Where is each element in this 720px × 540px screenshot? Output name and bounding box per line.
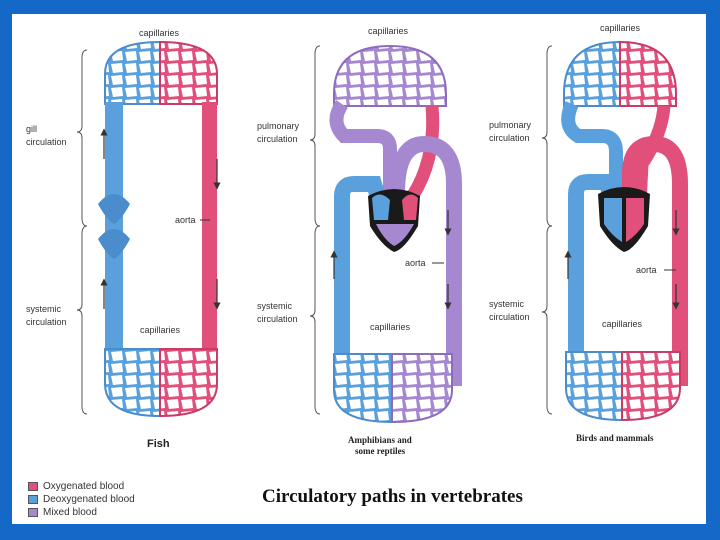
legend-label-deoxygenated: Deoxygenated blood xyxy=(43,494,135,505)
legend-item-oxygenated: Oxygenated blood xyxy=(28,480,135,493)
amphibian-lung-capillaries xyxy=(333,44,447,107)
legend-swatch-oxygenated xyxy=(28,482,38,491)
fish-diagram: capillaries capillaries gill circulation… xyxy=(26,28,221,450)
amphibian-systemic-label-2: circulation xyxy=(257,314,298,324)
fish-heart-chamber xyxy=(98,194,130,224)
birds-capillaries-top-label: capillaries xyxy=(600,23,641,33)
fish-top-capillaries-deoxy xyxy=(104,40,161,105)
birds-lung-capillaries-oxy xyxy=(619,40,677,107)
birds-pulmonary-label-2: circulation xyxy=(489,133,530,143)
birds-caption: Birds and mammals xyxy=(576,433,654,443)
fish-systemic-label-2: circulation xyxy=(26,317,67,327)
amphibian-aorta-label: aorta xyxy=(405,258,426,268)
fish-gill-brace xyxy=(76,49,88,227)
amphibian-body-capillaries-mixed xyxy=(391,353,453,424)
legend-item-mixed: Mixed blood xyxy=(28,506,135,519)
fish-bottom-capillaries-deoxy xyxy=(104,348,161,418)
fish-vein-left xyxy=(105,102,123,352)
birds-aorta-label: aorta xyxy=(636,265,657,275)
amphibian-body-capillaries-deoxy xyxy=(333,353,393,424)
fish-gill-label-2: circulation xyxy=(26,137,67,147)
fish-heart-chamber-2 xyxy=(98,229,130,259)
birds-capillaries-bottom-label: capillaries xyxy=(602,319,643,329)
legend-swatch-deoxygenated xyxy=(28,495,38,504)
amphibian-pulmonary-label-1: pulmonary xyxy=(257,121,300,131)
legend-item-deoxygenated: Deoxygenated blood xyxy=(28,493,135,506)
birds-pulmonary-brace xyxy=(541,45,553,227)
legend-label-oxygenated: Oxygenated blood xyxy=(43,481,125,492)
birds-systemic-brace xyxy=(541,225,553,415)
fish-aorta-right xyxy=(202,102,217,352)
fish-systemic-brace xyxy=(76,225,88,415)
legend: Oxygenated blood Deoxygenated blood Mixe… xyxy=(28,480,135,519)
amphibian-systemic-vein xyxy=(334,176,388,386)
birds-mammals-diagram: capillaries capillaries pulmonary circul… xyxy=(489,23,688,443)
fish-gill-label-1: gill xyxy=(26,124,37,134)
amphibian-systemic-label-1: systemic xyxy=(257,301,293,311)
fish-aorta-label: aorta xyxy=(175,215,196,225)
amphibian-systemic-brace xyxy=(309,225,321,415)
birds-pulmonary-label-1: pulmonary xyxy=(489,120,532,130)
amphibian-pulmonary-loop xyxy=(329,100,397,224)
legend-swatch-mixed xyxy=(28,508,38,517)
amphibian-capillaries-bottom-label: capillaries xyxy=(370,322,411,332)
fish-bottom-capillaries-oxy xyxy=(159,348,218,418)
legend-label-mixed: Mixed blood xyxy=(43,507,97,518)
amphibian-caption-2: some reptiles xyxy=(355,446,406,456)
amphibian-caption-1: Amphibians and xyxy=(348,435,412,445)
fish-caption: Fish xyxy=(147,438,170,450)
birds-heart-right-side xyxy=(604,198,622,242)
birds-heart-left-side xyxy=(626,198,644,242)
birds-body-capillaries-deoxy xyxy=(565,351,623,422)
fish-systemic-label-1: systemic xyxy=(26,304,62,314)
amphibian-heart-ventricle xyxy=(376,224,414,246)
birds-systemic-label-2: circulation xyxy=(489,312,530,322)
fish-capillaries-bottom-label: capillaries xyxy=(140,325,181,335)
amphibian-heart-atrium-right xyxy=(372,194,390,220)
amphibian-pulmonary-label-2: circulation xyxy=(257,134,298,144)
birds-body-capillaries-oxy xyxy=(621,351,681,422)
birds-systemic-vein xyxy=(568,174,618,386)
birds-systemic-label-1: systemic xyxy=(489,299,525,309)
birds-pulmonary-artery xyxy=(561,101,623,214)
slide-title: Circulatory paths in vertebrates xyxy=(262,486,523,507)
amphibian-diagram: capillaries capillaries pulmonary circul… xyxy=(257,26,462,456)
fish-capillaries-top-label: capillaries xyxy=(139,28,180,38)
amphibian-heart-atrium-left xyxy=(402,194,418,220)
circulation-diagram: capillaries capillaries gill circulation… xyxy=(26,23,688,456)
fish-top-capillaries-oxy xyxy=(159,40,218,105)
amphibian-aorta xyxy=(389,135,462,386)
slide: capillaries capillaries gill circulation… xyxy=(12,14,706,524)
amphibian-capillaries-top-label: capillaries xyxy=(368,26,409,36)
birds-aorta xyxy=(622,135,688,386)
birds-lung-capillaries-deoxy xyxy=(563,40,621,107)
amphibian-pulmonary-brace xyxy=(309,45,321,227)
